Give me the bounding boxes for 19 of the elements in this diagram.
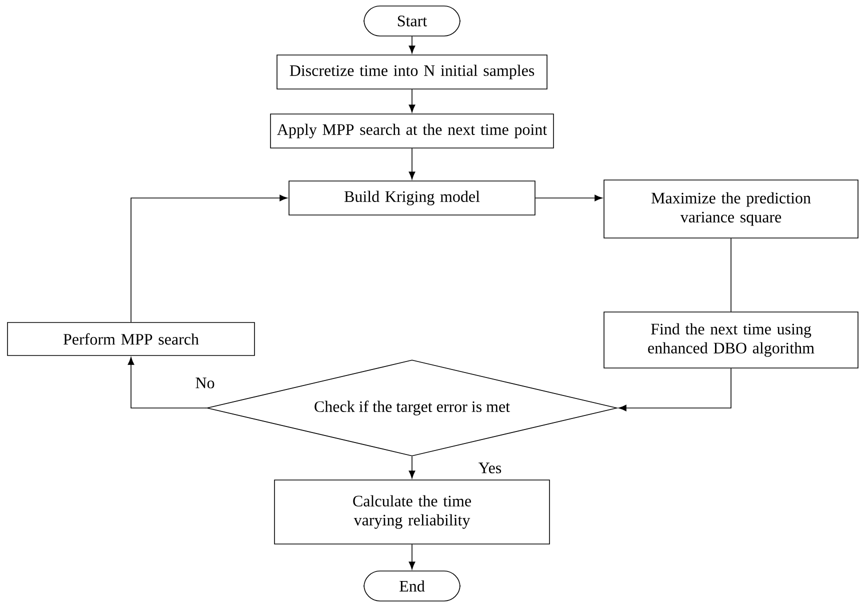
process-box: Maximize the prediction variance square	[604, 180, 858, 238]
process-box: Discretize time into N initial samples	[276, 54, 548, 90]
arrow	[408, 36, 416, 54]
end-terminal: End	[364, 570, 460, 602]
start-terminal: Start	[364, 6, 460, 36]
arrow	[535, 194, 602, 202]
arrow	[130, 194, 288, 322]
edge-label: Yes	[478, 462, 502, 474]
arrow	[408, 89, 416, 112]
process-box: Apply MPP search at the next time point	[270, 114, 554, 148]
arrow	[128, 357, 208, 408]
process-box: Build Kriging model	[288, 180, 536, 216]
process-box: Find the next time using enhanced DBO algorithm	[604, 312, 858, 368]
arrow	[408, 456, 416, 478]
process-box: Perform MPP search	[7, 322, 255, 356]
process-box: Calculate the time varying reliability	[274, 480, 550, 544]
arrow	[408, 544, 416, 570]
arrow	[408, 148, 416, 180]
arrow	[618, 368, 732, 412]
